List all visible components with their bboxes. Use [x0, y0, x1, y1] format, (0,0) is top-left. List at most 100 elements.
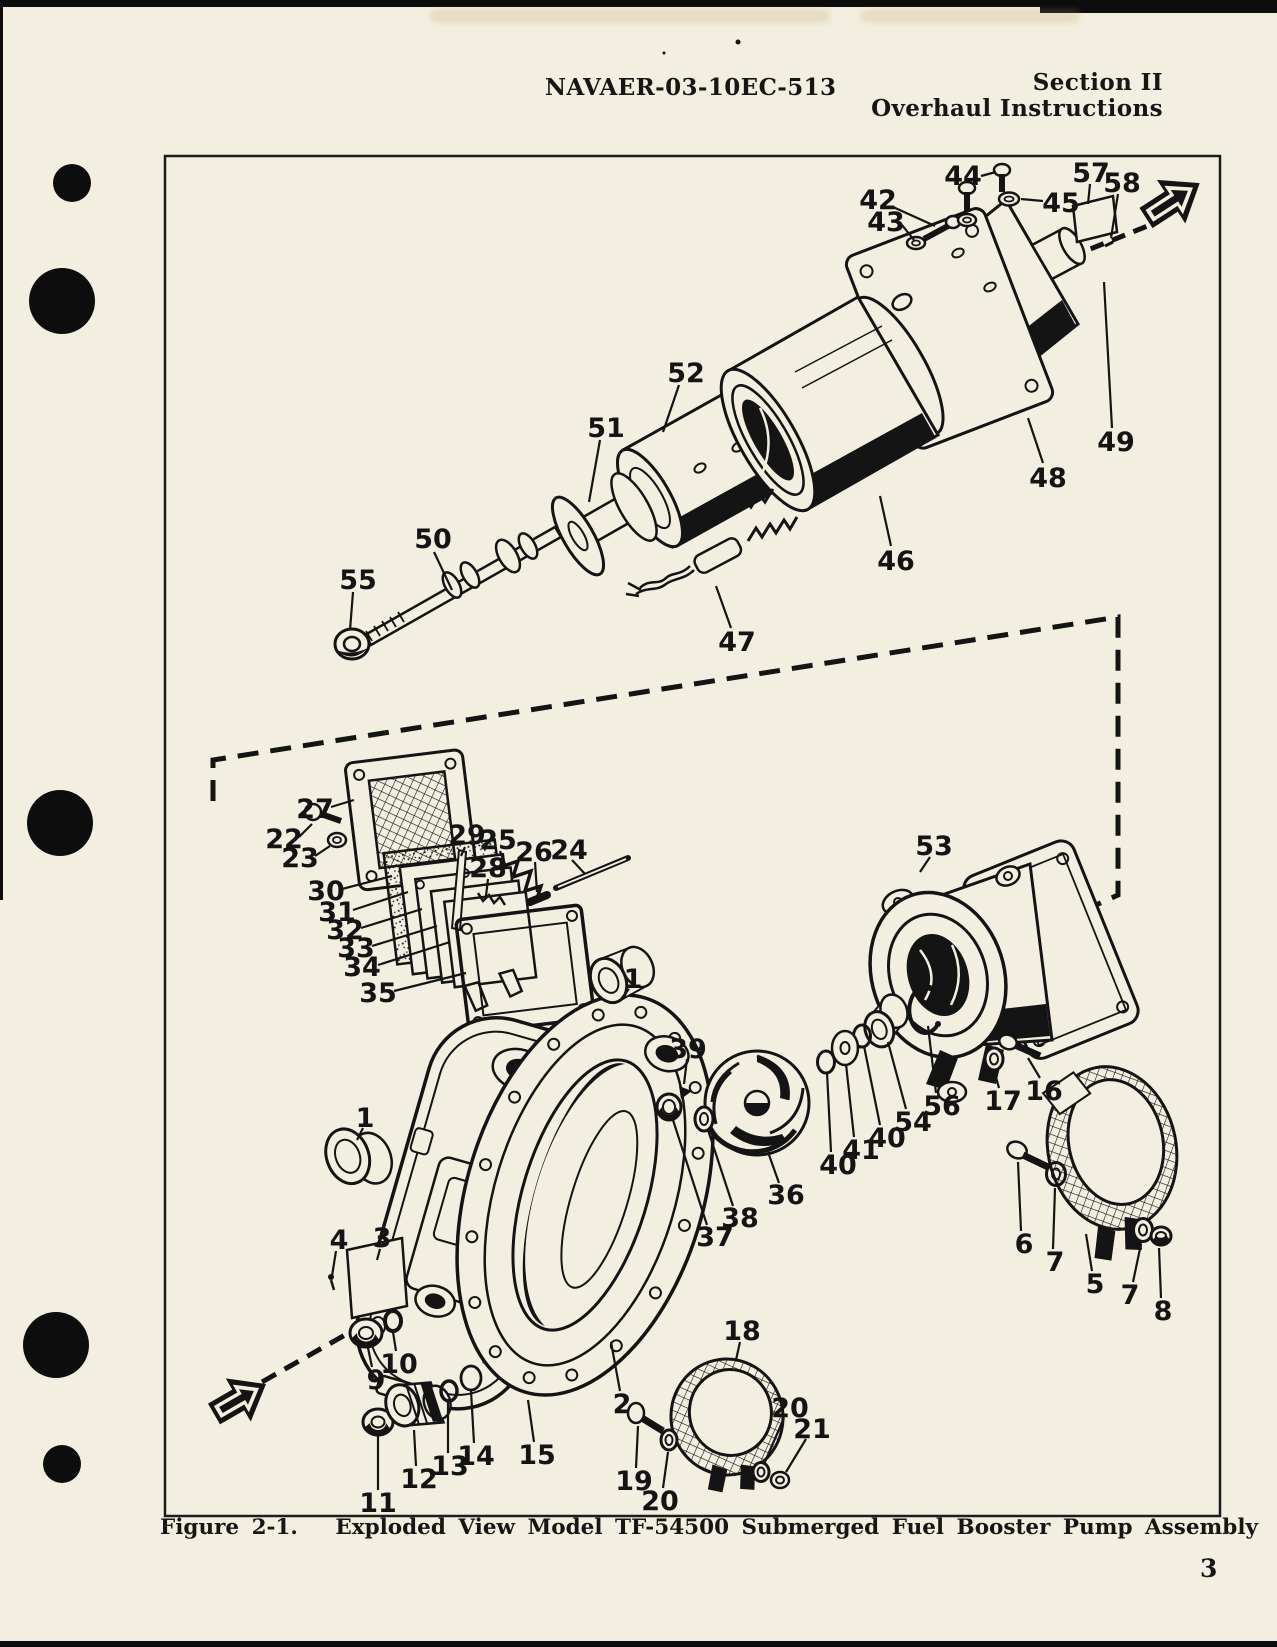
callout-6: 6	[1015, 1229, 1034, 1260]
callout-leader-42	[892, 205, 936, 228]
callout-leader-17	[992, 1069, 1001, 1089]
callout-leader-49	[1102, 281, 1114, 429]
section-subtitle: Overhaul Instructions	[871, 95, 1163, 122]
callout-leader-6	[1016, 1161, 1023, 1232]
callout-29: 29	[448, 820, 486, 851]
callout-48: 48	[1029, 463, 1067, 494]
callout-leader-22	[298, 823, 313, 838]
callout-leader-12	[412, 1429, 418, 1467]
callout-leader-48	[1026, 417, 1045, 464]
callout-11: 11	[359, 1488, 397, 1519]
callout-10: 10	[380, 1349, 418, 1380]
bleed-through-smudge	[860, 9, 1080, 23]
callout-8: 8	[1154, 1296, 1173, 1327]
callout-14: 14	[457, 1441, 495, 1472]
callout-54: 54	[894, 1107, 932, 1138]
callout-leader-21	[785, 1438, 807, 1473]
callout-leader-56	[926, 1025, 938, 1094]
callout-leader-43	[901, 224, 915, 241]
callout-25: 25	[479, 825, 517, 856]
callout-leader-3	[375, 1248, 382, 1261]
callout-17: 17	[984, 1086, 1022, 1117]
callout-leader-31	[352, 890, 409, 912]
callout-27: 27	[296, 794, 334, 825]
callout-leader-34	[377, 940, 451, 967]
callout-21: 21	[793, 1414, 831, 1445]
pump-body-section	[324, 839, 1179, 1493]
callout-32: 32	[326, 915, 364, 946]
callout-leader-45	[1020, 197, 1044, 203]
callout-37: 37	[696, 1222, 734, 1253]
callout-leader-51	[587, 439, 602, 503]
section-title: Section II	[1032, 69, 1163, 96]
scan-edge-top	[0, 0, 1277, 7]
scan-edge-bottom	[0, 1641, 1277, 1647]
callout-58: 58	[1103, 168, 1141, 199]
section-header: Section II Overhaul Instructions	[871, 70, 1163, 122]
callout-leader-39	[682, 1058, 689, 1085]
callout-leader-14	[469, 1390, 476, 1444]
callout-46: 46	[877, 546, 915, 577]
doc-number: NAVAER-03-10EC-513	[545, 74, 837, 101]
figure-label: Figure 2-1.	[160, 1515, 298, 1540]
callout-23: 23	[281, 843, 319, 874]
callout-leader-5	[1084, 1233, 1094, 1272]
callout-4: 4	[330, 1225, 349, 1256]
callout-leader-38	[706, 1129, 735, 1207]
callout-30: 30	[307, 876, 345, 907]
callout-leader-32	[360, 907, 423, 930]
callout-56: 56	[923, 1091, 961, 1122]
callout-leader-58	[1109, 193, 1120, 239]
callout-leader-30	[341, 874, 393, 891]
callout-leader-20	[762, 1417, 786, 1465]
page-number: 3	[1200, 1554, 1218, 1583]
callout-38: 38	[721, 1203, 759, 1234]
binder-dot	[43, 1445, 81, 1483]
flow-arrow-bottom-left	[208, 1378, 266, 1425]
callout-leader-10	[391, 1331, 398, 1352]
binder-dot	[53, 164, 91, 202]
callout-15: 15	[518, 1440, 556, 1471]
flow-arrow-top-right	[1139, 179, 1200, 229]
callout-57: 57	[1072, 158, 1110, 189]
bleed-through-smudge	[430, 9, 830, 23]
callout-leader-41	[844, 1063, 856, 1138]
callout-3: 3	[373, 1223, 392, 1254]
callout-leader-4	[330, 1250, 338, 1277]
callout-leader-40	[862, 1045, 882, 1126]
callout-leader-1	[620, 988, 630, 1000]
explosion-dashed-lines	[210, 222, 1151, 1385]
callout-leader-36	[766, 1151, 781, 1184]
callout-24: 24	[550, 835, 588, 866]
callout-51: 51	[587, 413, 625, 444]
callout-18: 18	[723, 1316, 761, 1347]
callout-40: 40	[868, 1123, 906, 1154]
callout-36: 36	[767, 1180, 805, 1211]
callout-leader-16	[1027, 1057, 1041, 1079]
callout-leader-50	[433, 551, 453, 591]
callout-leader-25	[498, 850, 507, 865]
callout-leader-20	[661, 1451, 670, 1489]
callout-53: 53	[915, 831, 953, 862]
callout-39: 39	[669, 1034, 707, 1065]
callout-55: 55	[339, 565, 377, 596]
callout-leader-27	[330, 798, 355, 809]
callout-44: 44	[944, 161, 982, 192]
callout-50: 50	[414, 524, 452, 555]
callout-2: 2	[613, 1389, 632, 1420]
figure-title: Exploded View Model TF-54500 Submerged F…	[335, 1515, 1259, 1540]
callout-leader-8	[1157, 1247, 1163, 1299]
figure-border	[163, 154, 1222, 1518]
callout-leader-9	[366, 1347, 374, 1368]
callout-leader-47	[714, 585, 733, 629]
callout-22: 22	[265, 824, 303, 855]
callout-13: 13	[431, 1451, 469, 1482]
callout-leader-7	[1051, 1187, 1057, 1250]
callout-leader-37	[671, 1119, 709, 1226]
callout-leader-15	[526, 1399, 536, 1443]
callout-26: 26	[515, 837, 553, 868]
callout-leader-57	[1086, 183, 1092, 205]
callout-leader-24	[571, 859, 586, 875]
